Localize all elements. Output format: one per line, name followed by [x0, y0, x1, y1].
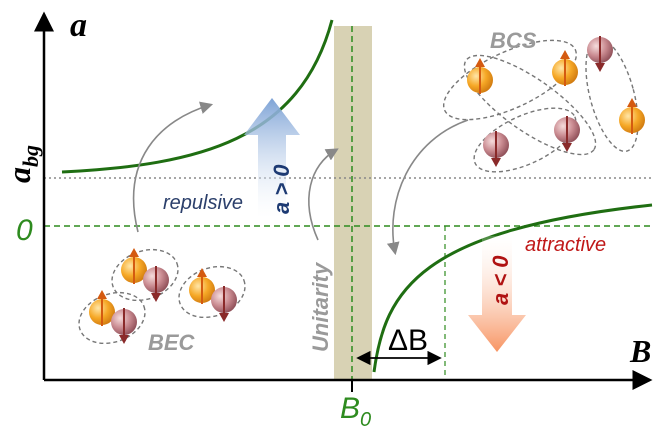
- bec-molecules: [78, 247, 246, 345]
- unitarity-band: [334, 26, 372, 380]
- svg-text:abg: abg: [1, 145, 43, 183]
- repulsive-label: repulsive: [163, 192, 243, 214]
- a-positive-label: a > 0: [269, 164, 294, 214]
- bec-label: BEC: [148, 330, 196, 355]
- x-axis-label: B: [629, 333, 651, 369]
- curve-right-branch: [372, 203, 653, 373]
- abg-label: abg: [1, 145, 43, 183]
- a-positive-arrow: [244, 98, 300, 218]
- unitarity-label: Unitarity: [308, 261, 333, 352]
- unitarity-pointer-arrow: [308, 148, 339, 241]
- b0-label: B0: [340, 392, 371, 430]
- bcs-pairs: [442, 35, 646, 173]
- delta-b-label: ΔB: [388, 324, 428, 357]
- a-negative-arrow: [468, 236, 526, 352]
- y-axis-label: a: [70, 7, 87, 44]
- attractive-label: attractive: [525, 234, 606, 256]
- bcs-label: BCS: [490, 28, 537, 53]
- bcs-pointer-arrow: [386, 119, 469, 256]
- a-negative-label: a < 0: [488, 255, 513, 305]
- zero-label: 0: [16, 214, 33, 247]
- curve-left-branch: [61, 19, 334, 174]
- bec-pointer-arrow: [132, 101, 214, 233]
